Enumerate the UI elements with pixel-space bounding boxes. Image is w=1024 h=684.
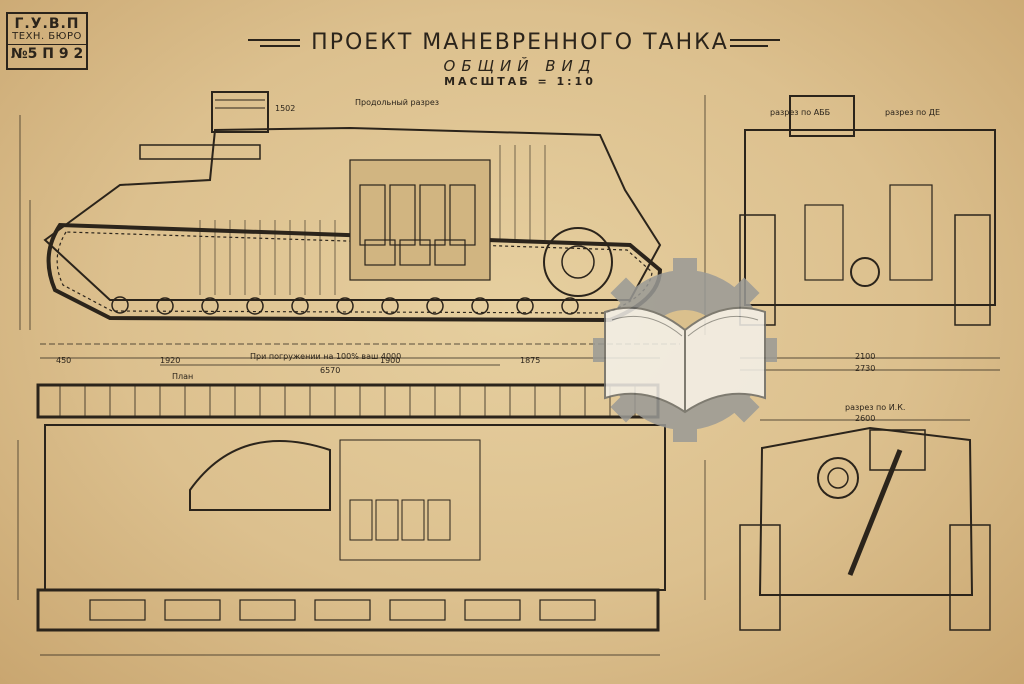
dim-1920: 1920 [160, 356, 181, 365]
section-de-label: разрез по ДЕ [885, 108, 941, 117]
book-gear-icon [593, 258, 777, 442]
drawing-stamp: Г.У.В.П ТЕХН. БЮРО №5 П 9 2 [6, 12, 88, 70]
title-rules [248, 39, 780, 47]
side-dimension-lines [19, 115, 680, 366]
plan-view-label: План [172, 372, 194, 381]
drawing-scale: МАСШТАБ = 1:10 [444, 75, 596, 88]
side-gun [139, 144, 261, 160]
drawing-subtitle: ОБЩИЙ ВИД [443, 57, 597, 75]
side-view-label: Продольный разрез [355, 98, 440, 107]
dim-2730: 2730 [855, 364, 876, 373]
drawing-title-block: ПРОЕКТ МАНЕВРЕННОГО ТАНКА ОБЩИЙ ВИД МАСШ… [300, 30, 740, 88]
dim-6570: 6570 [320, 366, 341, 375]
plan-top-track [36, 383, 660, 419]
stamp-bureau: ТЕХН. БЮРО [12, 30, 82, 42]
plan-bottom-track [36, 588, 660, 632]
dim-2600: 2600 [855, 414, 876, 423]
side-engine [349, 159, 491, 281]
dim-1900: 1900 [380, 356, 401, 365]
plan-turret [189, 440, 331, 511]
side-drive-wheel [543, 227, 613, 297]
section-linkage [847, 449, 903, 576]
side-road-wheels [111, 296, 579, 315]
section-ik-view [704, 419, 991, 631]
section-ab-view [704, 95, 1000, 371]
dim-450: 450 [56, 356, 72, 365]
side-view-tank [19, 91, 680, 366]
plan-hull [44, 424, 666, 591]
section-ab-label: разрез по АББ [770, 108, 831, 117]
section-ik-label: разрез по И.К. [845, 403, 906, 412]
drawing-title: ПРОЕКТ МАНЕВРЕННОГО ТАНКА [311, 30, 729, 55]
stamp-number: №5 П 9 2 [8, 44, 86, 62]
plan-view-tank [17, 383, 666, 656]
dim-note: При погружении на 100% ваш 4000 [250, 352, 402, 361]
section-cupola [789, 95, 855, 137]
dim-2100: 2100 [855, 352, 876, 361]
plan-engine [339, 439, 481, 561]
dim-1875: 1875 [520, 356, 541, 365]
dim-1502: 1502 [275, 104, 296, 113]
side-hull [43, 126, 662, 301]
stamp-org: Г.У.В.П [14, 16, 80, 32]
side-hatching [199, 145, 546, 295]
side-cupola [211, 91, 269, 133]
